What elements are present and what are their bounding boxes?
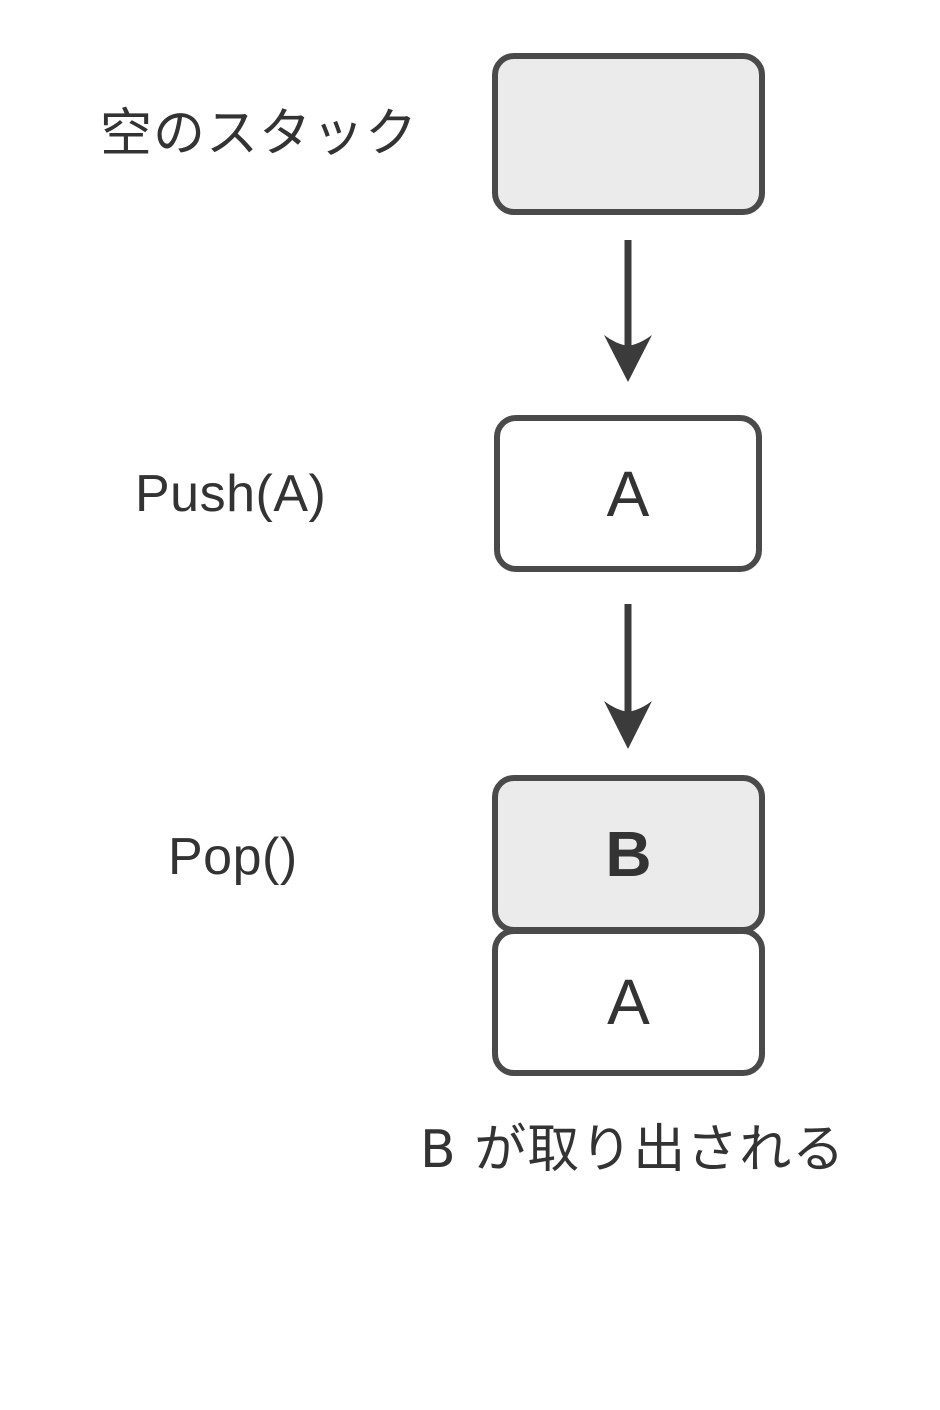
stack-cell-b: B [605,818,652,890]
step-label-push-a: Push(A) [135,465,327,523]
stack-cell-box-a: A [492,928,765,1076]
stack-box-empty [492,53,765,215]
step-label-empty-stack: 空のスタック [100,104,419,164]
step-label-pop: Pop() [168,828,298,886]
stack-cell-box-b: B [492,775,765,933]
stack-cell-a: A [606,457,650,530]
pop-result-caption: B が取り出される [420,1120,846,1180]
stack-cell-a-bottom: A [607,966,650,1038]
arrow-push-to-pop-icon [596,604,660,752]
arrow-empty-to-push-icon [596,240,660,385]
stack-box-push-a: A [494,415,762,572]
